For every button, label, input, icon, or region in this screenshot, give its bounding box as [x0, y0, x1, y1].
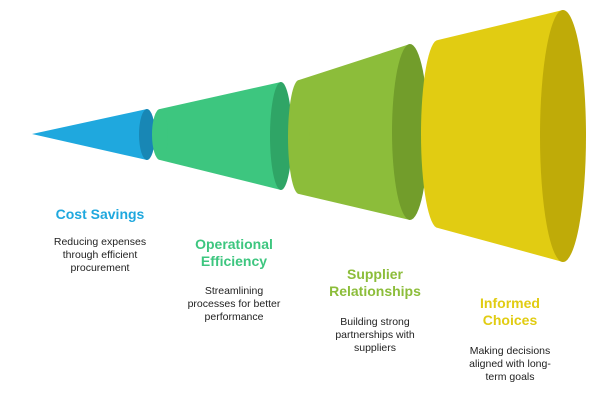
- stage-title-cost-savings: Cost Savings: [55, 206, 145, 222]
- stage-desc-cost-savings: Reducing expenses through efficient proc…: [53, 236, 147, 274]
- segment-back: [421, 40, 455, 228]
- segment-supplier-relationships: [288, 44, 428, 220]
- stage-desc-informed-choices: Making decisions aligned with long- term…: [469, 345, 551, 383]
- segment-face: [540, 10, 586, 262]
- segment-face: [392, 44, 428, 220]
- stage-title-informed-choices: Informed Choices: [480, 295, 540, 328]
- segment-back: [152, 109, 168, 160]
- segment-body: [160, 82, 281, 190]
- segment-body: [299, 44, 410, 220]
- segment-cost-savings: [32, 109, 155, 160]
- stage-title-supplier-relationships: Supplier Relationships: [329, 266, 421, 299]
- stage-desc-operational-efficiency: Streamlining processes for better perfor…: [187, 285, 281, 323]
- segment-body: [32, 109, 147, 160]
- segment-body: [438, 10, 563, 262]
- stage-desc-supplier-relationships: Building strong partnerships with suppli…: [335, 316, 415, 354]
- stage-title-operational-efficiency: Operational Efficiency: [195, 236, 273, 269]
- segment-face: [270, 82, 292, 190]
- segment-operational-efficiency: [152, 82, 292, 190]
- segment-informed-choices: [421, 10, 586, 262]
- segment-back: [288, 80, 310, 194]
- segment-face: [139, 109, 155, 160]
